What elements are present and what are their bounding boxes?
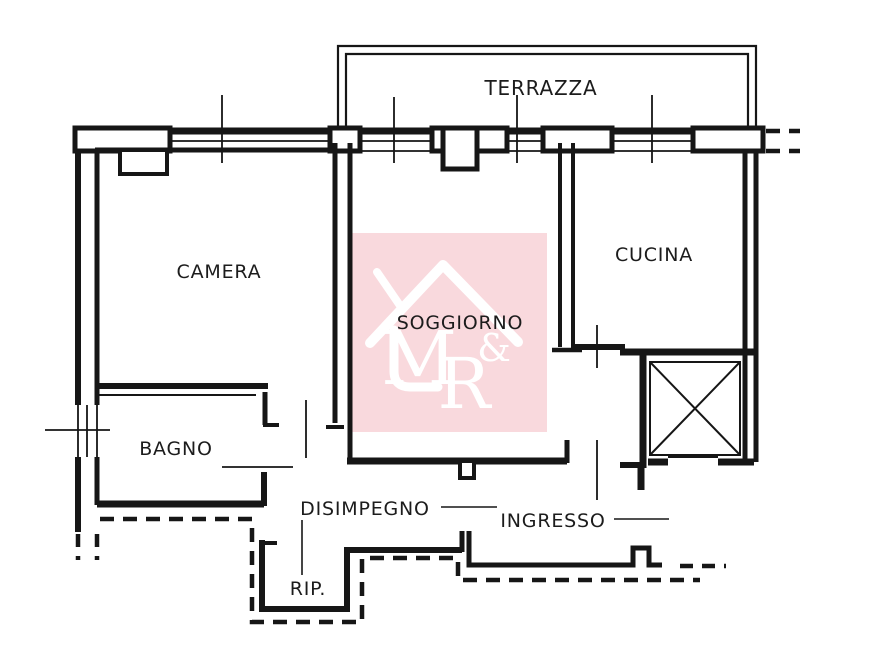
- watermark: M & R: [352, 233, 547, 432]
- elevator-shaft: [620, 348, 754, 490]
- room-label-soggiorno: SOGGIORNO: [397, 312, 524, 334]
- room-label-terrazza: TERRAZZA: [483, 76, 597, 100]
- room-label-bagno: BAGNO: [139, 438, 213, 460]
- room-labels: TERRAZZA CAMERA SOGGIORNO CUCINA BAGNO D…: [139, 76, 693, 600]
- leader-lines: [301, 506, 669, 575]
- watermark-house-icon: [365, 260, 523, 392]
- room-label-camera: CAMERA: [177, 261, 262, 283]
- room-label-ingresso: INGRESSO: [500, 510, 605, 532]
- terrace-outline: [336, 44, 758, 128]
- room-label-ripostiglio: RIP.: [290, 578, 327, 600]
- exterior-walls: [75, 127, 763, 532]
- watermark-letter-r: R: [438, 343, 493, 425]
- watermark-letter-m: M: [381, 316, 457, 402]
- dashed-boundary: [75, 128, 800, 625]
- room-label-disimpegno: DISIMPEGNO: [300, 498, 430, 520]
- room-label-cucina: CUCINA: [615, 244, 693, 266]
- watermark-ampersand: &: [477, 326, 511, 370]
- interior-walls: [95, 143, 662, 612]
- elevator-x: [649, 361, 741, 456]
- door-lines: [222, 325, 598, 500]
- top-wall-piers: [72, 125, 766, 172]
